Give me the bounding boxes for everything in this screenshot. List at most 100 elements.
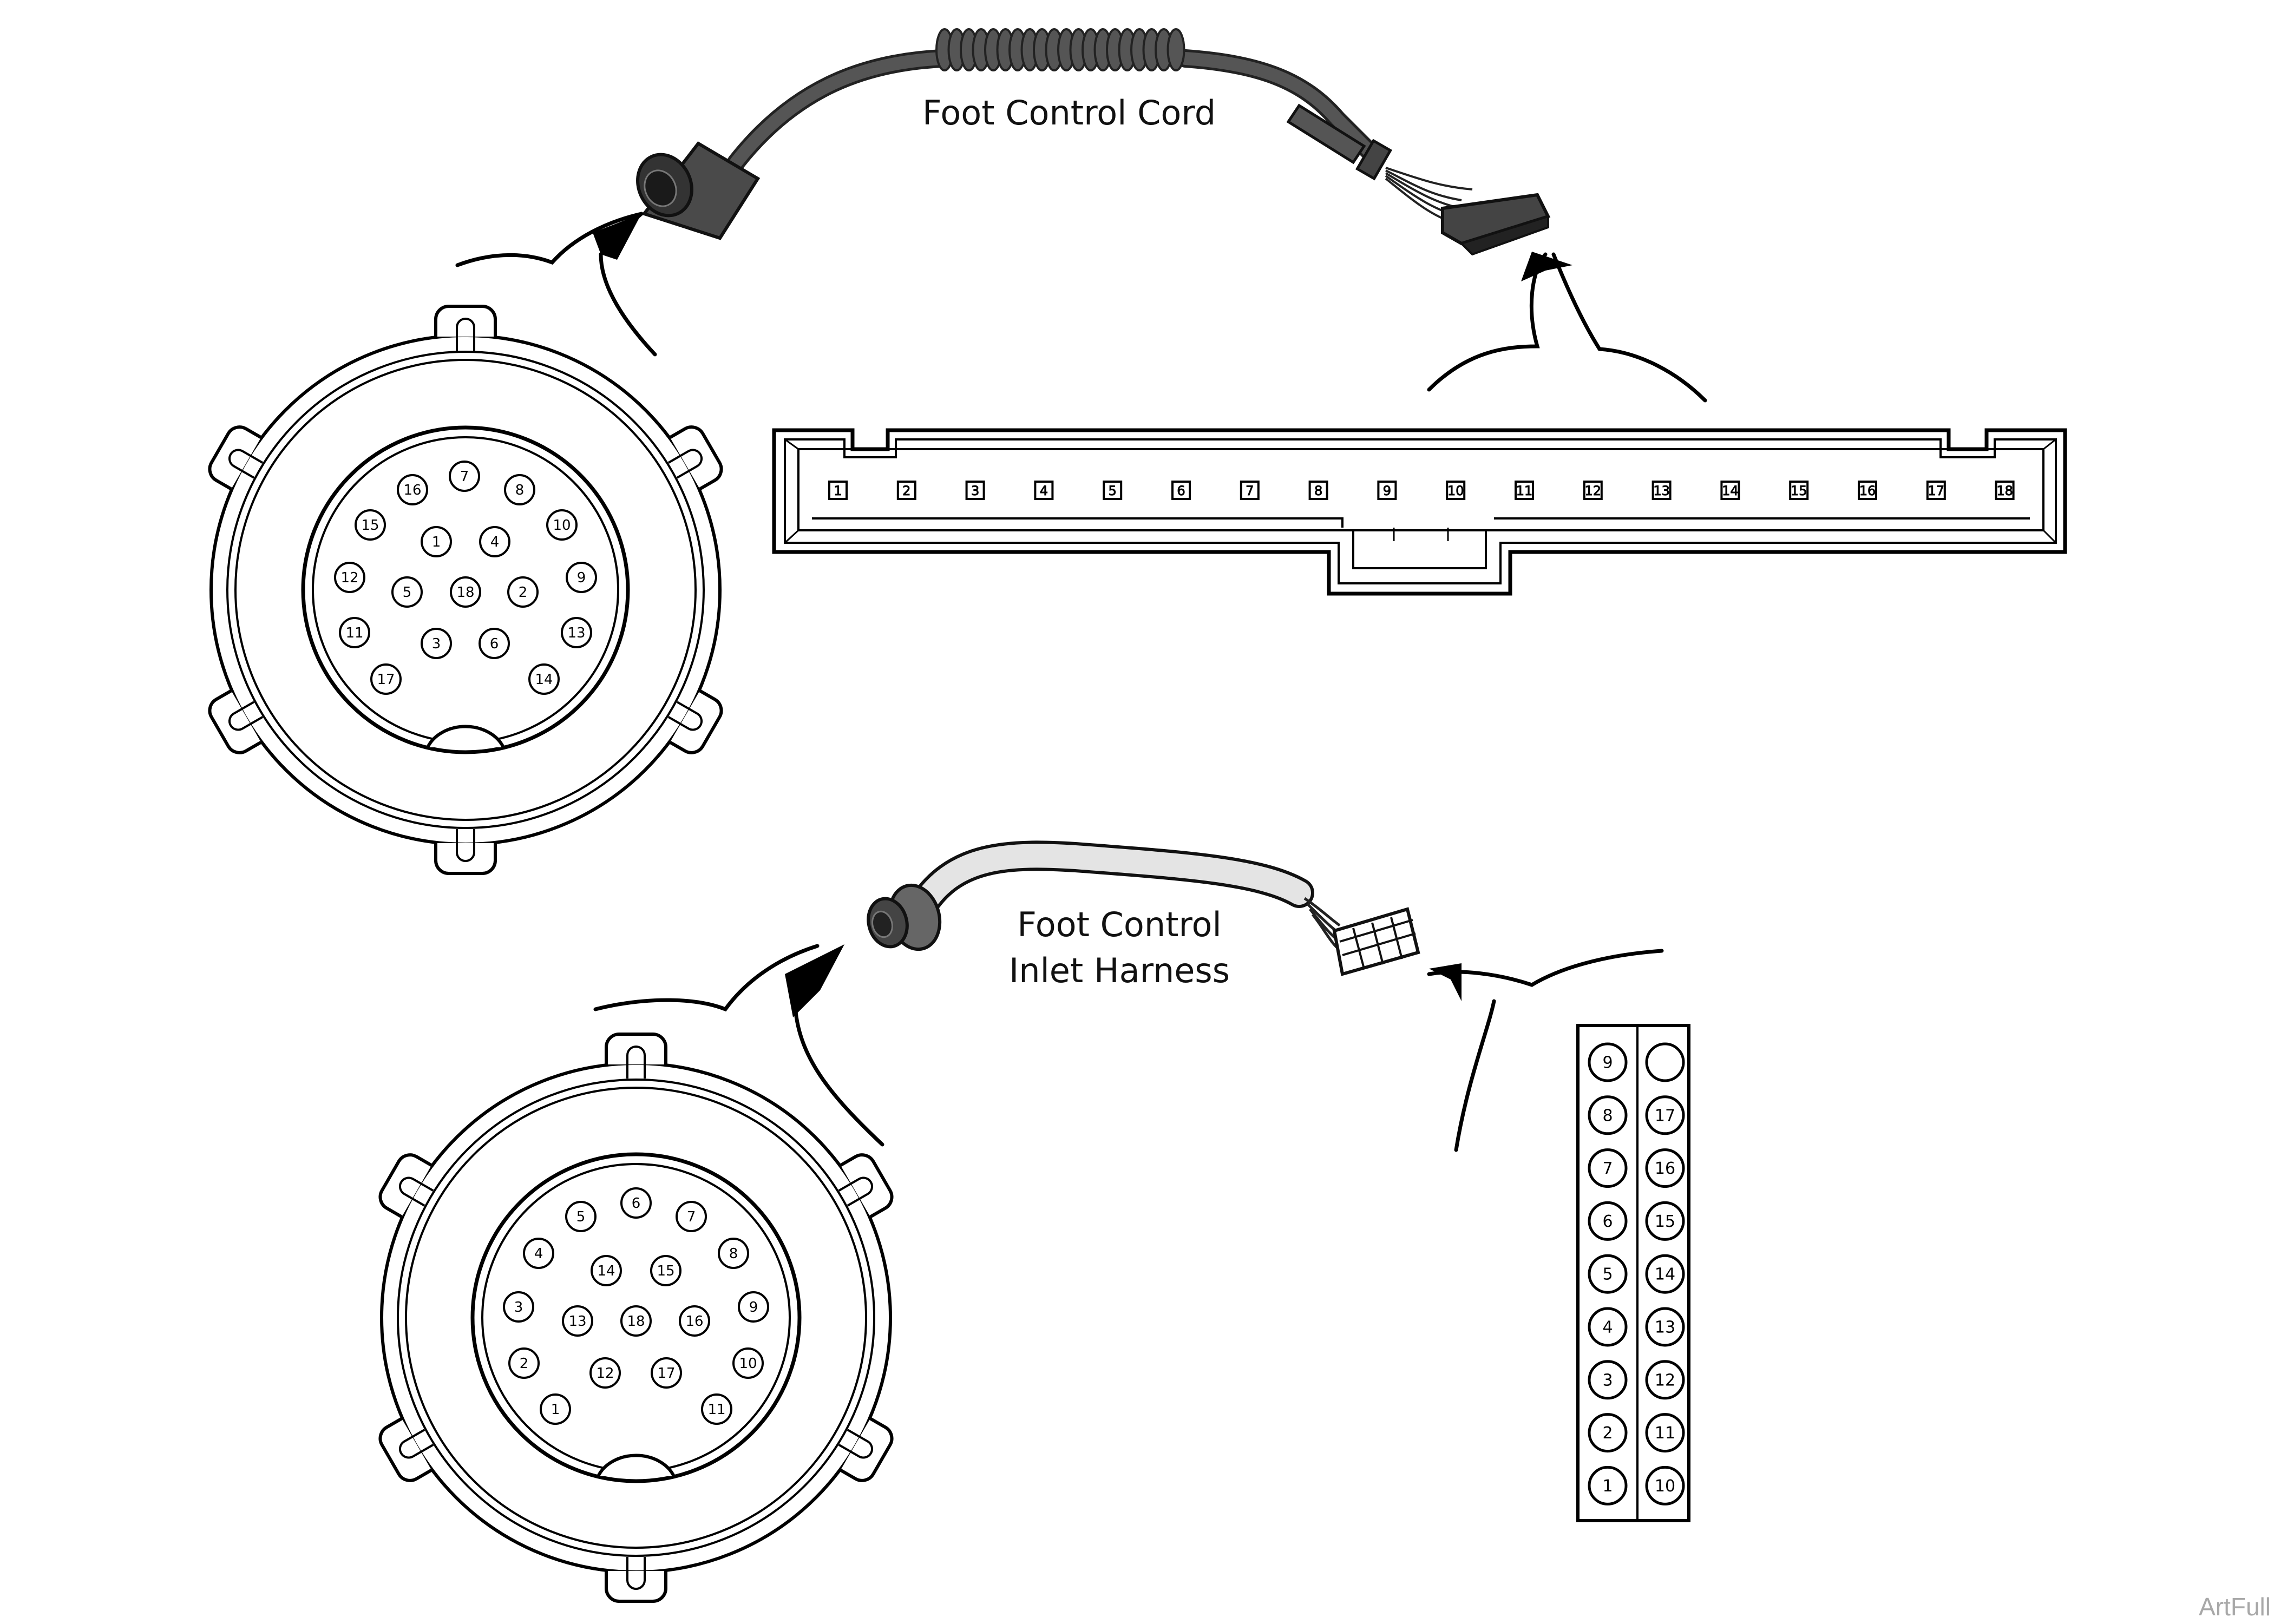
pin-label: 10 bbox=[553, 517, 571, 534]
block-pin-1: 1 bbox=[1588, 1465, 1628, 1505]
pin-15: 15 bbox=[355, 509, 386, 541]
mounting-tab bbox=[208, 689, 264, 754]
block-pin-label: 13 bbox=[1655, 1318, 1675, 1337]
strip-pin-label: 17 bbox=[1928, 483, 1945, 498]
pin-13: 13 bbox=[561, 617, 592, 648]
block-pin-label: 14 bbox=[1655, 1265, 1675, 1284]
pin-label: 2 bbox=[519, 584, 528, 601]
pin-1: 1 bbox=[540, 1393, 571, 1425]
pin-label: 4 bbox=[534, 1246, 543, 1262]
pin-4: 4 bbox=[479, 526, 510, 557]
strip-pin-7: 7 bbox=[1240, 481, 1260, 500]
inlet-harness-label-line2: Inlet Harness bbox=[1009, 951, 1230, 990]
block-pin-6: 6 bbox=[1588, 1201, 1628, 1241]
block-pin-label: 9 bbox=[1602, 1054, 1613, 1073]
strip-pin-label: 3 bbox=[971, 483, 979, 498]
strip-pin-label: 14 bbox=[1722, 483, 1739, 498]
pin-9: 9 bbox=[738, 1291, 769, 1323]
pin-3: 3 bbox=[503, 1291, 534, 1323]
pin-label: 5 bbox=[576, 1209, 586, 1225]
strip-pin-label: 15 bbox=[1791, 483, 1807, 498]
block-pin-17: 17 bbox=[1645, 1095, 1685, 1135]
pin-label: 12 bbox=[596, 1365, 614, 1382]
block-pin-5: 5 bbox=[1588, 1254, 1628, 1294]
pin-label: 4 bbox=[490, 534, 500, 550]
pin-6: 6 bbox=[620, 1187, 652, 1219]
block-pin-7: 7 bbox=[1588, 1148, 1628, 1188]
pin-9: 9 bbox=[566, 562, 597, 593]
strip-pin-11: 11 bbox=[1515, 481, 1534, 500]
pin-8: 8 bbox=[504, 474, 535, 505]
pin-label: 10 bbox=[739, 1356, 757, 1372]
strip-pin-4: 4 bbox=[1034, 481, 1054, 500]
harness-round-connector-arrow bbox=[593, 944, 884, 1147]
strip-pin-label: 13 bbox=[1653, 483, 1670, 498]
block-pin-empty bbox=[1645, 1042, 1685, 1082]
pin-8: 8 bbox=[718, 1238, 749, 1269]
pin-label: 11 bbox=[707, 1402, 725, 1418]
pin-label: 9 bbox=[577, 570, 586, 586]
strip-pin-12: 12 bbox=[1583, 481, 1603, 500]
block-pin-2: 2 bbox=[1588, 1413, 1628, 1453]
pin-7: 7 bbox=[449, 461, 480, 492]
mounting-tab bbox=[605, 1033, 667, 1079]
mounting-tab bbox=[838, 1153, 894, 1219]
strip-pin-label: 5 bbox=[1109, 483, 1117, 498]
pin-label: 9 bbox=[749, 1299, 758, 1316]
pin-label: 1 bbox=[551, 1402, 560, 1418]
block-pin-3: 3 bbox=[1588, 1360, 1628, 1400]
block-pin-8: 8 bbox=[1588, 1095, 1628, 1135]
strip-pin-label: 7 bbox=[1246, 483, 1254, 498]
pin-17: 17 bbox=[370, 663, 402, 695]
pin-label: 3 bbox=[514, 1299, 523, 1316]
pin-label: 15 bbox=[657, 1263, 674, 1279]
pin-label: 14 bbox=[597, 1263, 615, 1279]
pin-label: 13 bbox=[568, 1313, 586, 1330]
mounting-tab bbox=[667, 689, 723, 754]
block-pin-label: 17 bbox=[1655, 1106, 1675, 1125]
strip-pin-6: 6 bbox=[1171, 481, 1191, 500]
block-pin-label: 16 bbox=[1655, 1159, 1675, 1178]
pin-16: 16 bbox=[397, 474, 428, 505]
pin-label: 6 bbox=[632, 1195, 641, 1212]
cord-round-connector-arrow bbox=[455, 212, 657, 357]
strip-pin-1: 1 bbox=[828, 481, 848, 500]
strip-pin-label: 18 bbox=[1996, 483, 2013, 498]
pin-5: 5 bbox=[565, 1201, 597, 1232]
pin-18: 18 bbox=[450, 576, 481, 608]
pin-label: 16 bbox=[685, 1313, 703, 1330]
strip-pin-label: 11 bbox=[1516, 483, 1533, 498]
block-pin-label: 6 bbox=[1602, 1212, 1613, 1231]
foot-control-cord-image bbox=[636, 28, 1551, 256]
strip-pin-16: 16 bbox=[1858, 481, 1877, 500]
pin-label: 8 bbox=[729, 1246, 738, 1262]
pin-12: 12 bbox=[334, 562, 365, 593]
pin-7: 7 bbox=[676, 1201, 707, 1232]
strip-pin-label: 10 bbox=[1447, 483, 1464, 498]
block-pin-12: 12 bbox=[1645, 1360, 1685, 1400]
artfull-watermark: ArtFull bbox=[2199, 1593, 2271, 1621]
pin-10: 10 bbox=[546, 509, 578, 541]
harness-block-connector-arrow bbox=[1427, 949, 1664, 1152]
cord-strip-connector-arrow bbox=[1427, 252, 1707, 403]
block-pin-label: 12 bbox=[1655, 1371, 1675, 1390]
block-pin-13: 13 bbox=[1645, 1307, 1685, 1347]
pin-label: 3 bbox=[432, 636, 441, 652]
inlet-harness-label-line1: Foot Control bbox=[1017, 905, 1221, 944]
strip-pin-label: 12 bbox=[1585, 483, 1602, 498]
pin-3: 3 bbox=[421, 628, 452, 659]
block-pin-label: 2 bbox=[1602, 1424, 1613, 1443]
pin-11: 11 bbox=[701, 1393, 732, 1425]
pin-label: 15 bbox=[361, 517, 379, 534]
pin-18: 18 bbox=[620, 1305, 652, 1337]
mounting-tab bbox=[434, 829, 497, 875]
connector-tabs bbox=[208, 305, 723, 875]
block-pin-9: 9 bbox=[1588, 1042, 1628, 1082]
mounting-tab bbox=[667, 425, 723, 491]
inlet-harness-image bbox=[867, 840, 1420, 976]
pin-4: 4 bbox=[523, 1238, 554, 1269]
strip-pin-2: 2 bbox=[896, 481, 916, 500]
